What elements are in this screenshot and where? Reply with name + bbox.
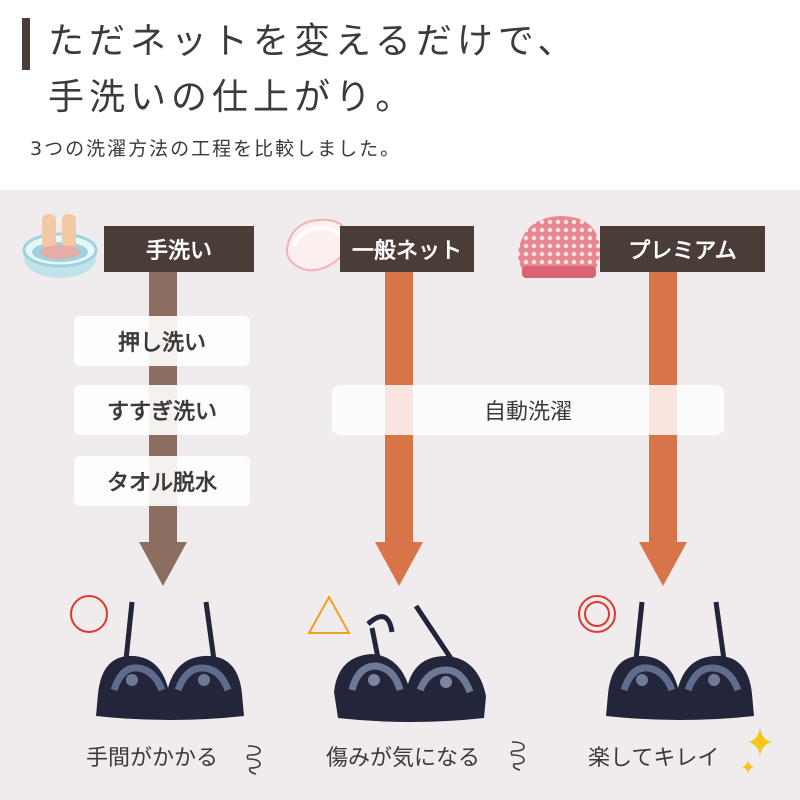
step-rinse: すすぎ洗い <box>74 385 250 435</box>
caption-text: 傷みが気になる <box>326 746 481 771</box>
step-push-wash: 押し洗い <box>74 316 250 366</box>
caption-text: 手間がかかる <box>86 746 219 771</box>
step-towel-dry: タオル脱水 <box>74 456 250 506</box>
premium-net-icon <box>518 216 600 278</box>
column-header-general-net: 一般ネット <box>340 226 474 272</box>
hand-wash-basin-icon <box>22 214 98 278</box>
swirl-icon <box>246 745 261 775</box>
double-circle-rating-icon <box>578 595 616 633</box>
step-label: 押し洗い <box>117 331 206 356</box>
laundry-net-icon <box>285 218 350 272</box>
sparkle-icon <box>742 728 772 774</box>
column-header-label: プレミアム <box>628 239 737 264</box>
title-accent-bar <box>22 18 30 70</box>
bra-image-general-net <box>334 604 486 722</box>
header: ただネットを変えるだけで、 手洗いの仕上がり。 3つの洗濯方法の工程を比較しまし… <box>0 0 800 190</box>
step-label: タオル脱水 <box>106 471 217 496</box>
column-header-premium: プレミアム <box>600 226 765 272</box>
column-header-label: 手洗い <box>145 239 212 264</box>
caption-hand-wash: 手間がかかる <box>86 740 218 772</box>
bra-image-hand-wash <box>96 601 244 720</box>
step-label: すすぎ洗い <box>106 400 217 425</box>
column-header-hand-wash: 手洗い <box>104 226 254 272</box>
column-header-label: 一般ネット <box>351 239 462 264</box>
general-net-arrow-head <box>375 542 423 586</box>
caption-premium: 楽してキレイ <box>588 740 719 772</box>
triangle-rating-icon <box>307 594 351 634</box>
circle-rating-icon <box>70 595 108 633</box>
caption-text: 楽してキレイ <box>588 746 720 771</box>
page-subtitle: 3つの洗濯方法の工程を比較しました。 <box>30 138 402 160</box>
hand-wash-arrow-head <box>139 542 187 586</box>
auto-wash-label: 自動洗濯 <box>483 400 572 425</box>
swirl-icon <box>510 741 525 771</box>
caption-general-net: 傷みが気になる <box>326 740 480 772</box>
auto-wash-box: 自動洗濯 <box>332 385 724 435</box>
premium-arrow-head <box>639 542 687 586</box>
bra-image-premium <box>606 601 754 720</box>
page-title: ただネットを変えるだけで、 手洗いの仕上がり。 <box>48 21 579 118</box>
